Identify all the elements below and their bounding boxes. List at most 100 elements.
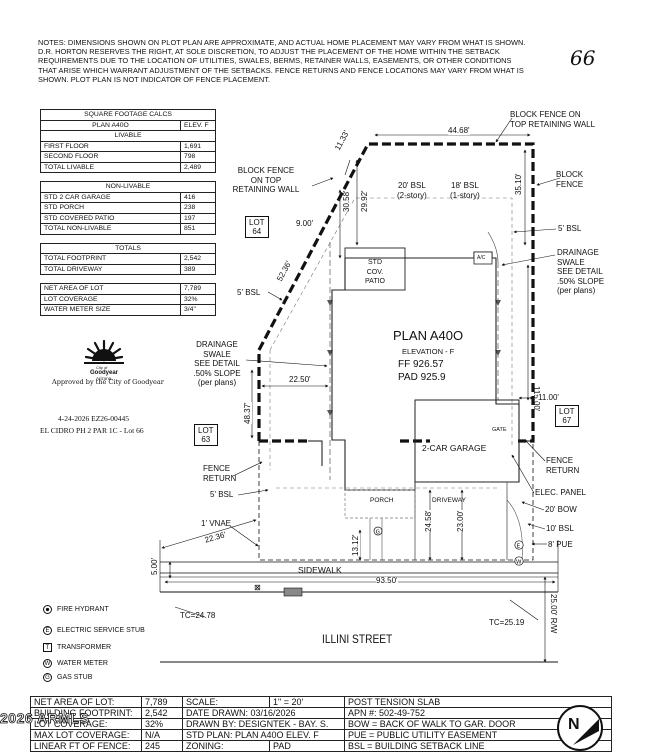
plot-plan-drawing: ⊠ G E [159,117,561,663]
tc-left: TC=24.78 [180,611,216,620]
driveway-label: DRIVEWAY [432,497,466,504]
street-name: ILLINI STREET [322,632,393,646]
dim-35-10: 35.10' [514,173,523,195]
finished-floor: FF 926.57 [398,359,444,370]
totals-header: TOTALS [40,242,216,254]
plan-elevation: ELEVATION - F [402,347,455,356]
driveway [414,482,508,560]
dim-44-68: 44.68' [448,126,470,135]
plan-notes: NOTES: DIMENSIONS SHOWN ON PLOT PLAN ARE… [38,38,568,84]
dim-24-58: 24.58' [424,510,433,532]
note-line: SHOWN. PLOT PLAN IS NOT INDICATOR OF FEN… [38,74,271,84]
dim-25-00-rw: 25.00' R/W [549,594,558,634]
porch [344,489,416,519]
svg-text:E: E [517,543,521,549]
svg-text:W: W [516,559,522,565]
callout-elec-panel: ELEC. PANEL [535,488,586,497]
dim-30-58: 30.58' [342,190,351,212]
callout-8-pue: 8' PUE [548,540,573,549]
list-item: FIRE HYDRANT [43,605,109,614]
logo-text-2: Goodyear [90,370,119,376]
tc-right: TC=25.19 [489,618,525,627]
water-meter-icon: W [43,659,52,668]
callout-5-bsl-bottom: 5' BSL [210,490,234,499]
north-arrow-icon: N [557,705,603,751]
callout-20-bsl: 20' BSL(2-story) [397,181,427,200]
city-sun-logo-icon [84,339,124,364]
dim-23-00: 23.00' [456,510,465,532]
note-line: NOTES: DIMENSIONS SHOWN ON PLOT PLAN ARE… [38,38,526,47]
storm-drain [283,587,303,597]
callout-1-vnae: 1' VNAE [201,519,231,528]
dim-11-00: 11.00' [538,393,559,402]
house-footprint [331,251,520,491]
stamp-line-2: EL CIDRO PH 2 PAR 1C - Lot 66 [40,426,144,435]
dim-48-37: 48.37' [243,402,252,424]
transformer-icon: T [43,643,52,652]
note-line: THAT ARISE WHICH WARRANT ADJUSTMENT OF T… [38,65,524,75]
gas-stub-icon: G [43,673,52,682]
livable-header: LIVABLE [40,130,216,142]
dim-5-00: 5.00' [150,557,159,575]
north-needle-icon [573,719,599,745]
callout-5-bsl-right: 5' BSL [558,224,582,233]
callout-18-bsl: 18' BSL(1-story) [450,181,480,200]
callout-10-bsl: 10' BSL [546,524,574,533]
covered-patio [344,247,406,291]
logo-text-3: Arizona [96,376,112,381]
note-line: REQUIREMENTS DUE TO THE LOCATION OF UTIL… [38,56,512,66]
armls-watermark: 2026 ARMLS [0,710,90,726]
sqft-elev: ELEV. F [180,119,216,131]
dim-13-12: 13.12' [351,534,360,556]
gate-label: GATE [492,427,507,433]
callout-5-bsl-left: 5' BSL [237,288,261,297]
ac-unit [473,251,493,265]
garage-label: 2-CAR GARAGE [422,443,487,453]
list-item: T TRANSFORMER [43,643,111,652]
pad-elevation: PAD 925.9 [398,372,446,383]
handwritten-lot-number: 66 [570,46,596,70]
plan-title: PLAN A40O [393,328,464,343]
callout-20-bow: 20' BOW [545,505,577,514]
logo-text-1: City of [96,365,108,370]
electric-stub-icon: E [43,626,52,635]
sidewalk-label: SIDEWALK [298,565,342,575]
dim-93-50: 93.50' [376,576,398,585]
nonlivable-header: NON-LIVABLE [40,181,216,193]
north-label: N [568,716,580,733]
list-item: G GAS STUB [43,673,92,682]
dim-22-50: 22.50' [289,375,311,384]
dim-29-92: 29.92' [360,190,369,212]
stamp-line-1: 4-24-2026 EZ26-00445 [58,414,130,423]
porch-label: PORCH [370,497,394,504]
svg-text:G: G [376,529,380,535]
approval-text: Approved by the City of Goodyear [52,378,164,386]
note-line: D.R. HORTON RESERVES THE RIGHT, AT SOLE … [38,47,500,57]
list-item: W WATER METER [43,659,108,668]
list-item: E ELECTRIC SERVICE STUB [43,626,145,635]
property-line [258,441,534,561]
garage [414,399,520,483]
ac-label: A/C [477,255,486,261]
